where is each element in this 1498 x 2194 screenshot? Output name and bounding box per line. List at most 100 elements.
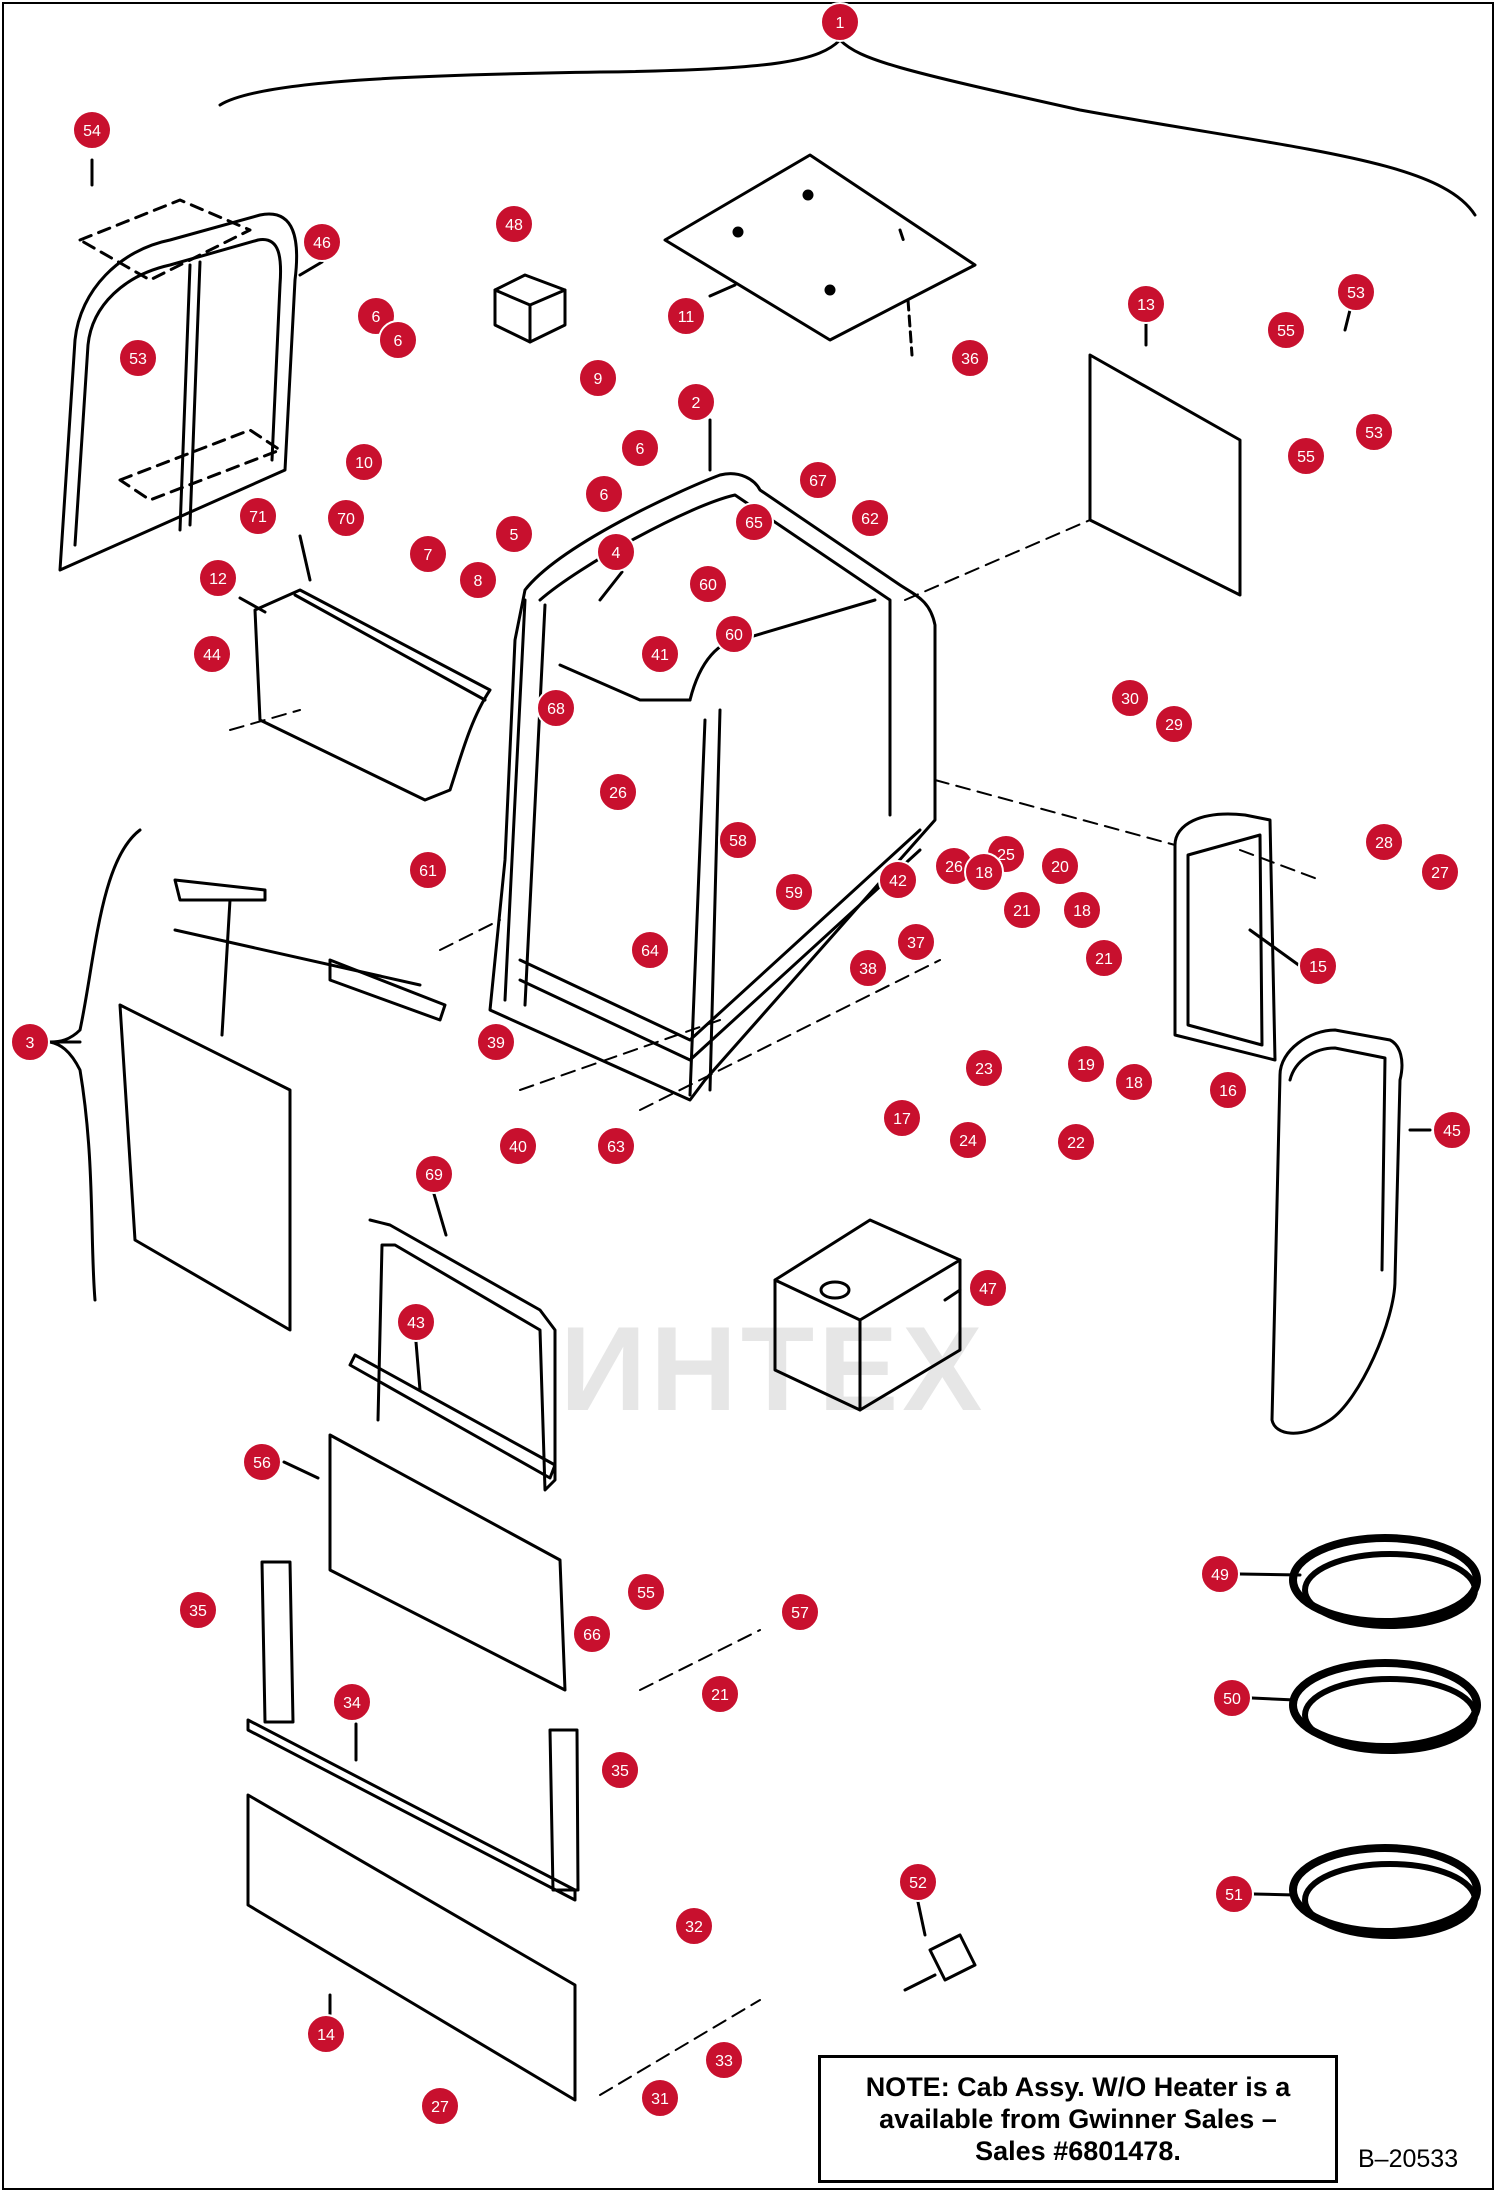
callout-marker: 1 xyxy=(820,2,860,42)
tank-fitting xyxy=(928,1933,977,1982)
callout-marker: 23 xyxy=(964,1048,1004,1088)
callout-circle xyxy=(578,358,618,398)
callout-marker: 35 xyxy=(178,1590,218,1630)
callout-number: 53 xyxy=(1347,285,1365,302)
callout-marker: 65 xyxy=(734,502,774,542)
callout-marker: 59 xyxy=(774,872,814,912)
callout-number: 17 xyxy=(893,1111,911,1128)
callout-circle xyxy=(1066,1044,1106,1084)
callout-marker: 2 xyxy=(676,382,716,422)
callout-marker: 51 xyxy=(1214,1874,1254,1914)
callout-marker: 24 xyxy=(948,1120,988,1160)
callout-circle xyxy=(1062,890,1102,930)
callout-marker: 45 xyxy=(1432,1110,1472,1150)
callout-circle xyxy=(1212,1678,1252,1718)
callout-circle xyxy=(1110,678,1150,718)
callout-number: 70 xyxy=(337,511,355,528)
callout-marker: 58 xyxy=(718,820,758,860)
callout-marker: 55 xyxy=(626,1572,666,1612)
callout-circle xyxy=(780,1592,820,1632)
callout-marker: 27 xyxy=(420,2086,460,2126)
callout-circle xyxy=(494,204,534,244)
note-line: NOTE: Cab Assy. W/O Heater is a xyxy=(865,2072,1291,2102)
callout-number: 26 xyxy=(609,785,627,802)
callout-circle xyxy=(596,1126,636,1166)
callout-number: 33 xyxy=(715,2053,733,2070)
callout-marker: 48 xyxy=(494,204,534,244)
callout-marker: 53 xyxy=(1336,272,1376,312)
callout-number: 38 xyxy=(859,961,877,978)
callout-number: 6 xyxy=(600,487,609,504)
callout-circle xyxy=(774,872,814,912)
drawing-number: B–20533 xyxy=(1358,2145,1459,2173)
callout-number: 11 xyxy=(678,309,695,326)
callout-circle xyxy=(798,460,838,500)
callout-circle xyxy=(332,1682,372,1722)
callout-number: 64 xyxy=(641,943,659,960)
callout-marker: 64 xyxy=(630,930,670,970)
callout-number: 25 xyxy=(997,847,1015,864)
callout-number: 71 xyxy=(249,509,267,526)
callout-circle xyxy=(498,1126,538,1166)
callout-number: 56 xyxy=(253,1455,271,1472)
callout-marker: 39 xyxy=(476,1022,516,1062)
callout-marker: 37 xyxy=(896,922,936,962)
callout-number: 23 xyxy=(975,1061,993,1078)
callout-marker: 41 xyxy=(640,634,680,674)
front-glass-panel xyxy=(328,1433,567,1692)
callout-number: 40 xyxy=(509,1139,527,1156)
callout-number: 44 xyxy=(203,647,221,664)
callout-circle xyxy=(1354,412,1394,452)
callout-number: 8 xyxy=(474,573,483,590)
side-glass xyxy=(1088,353,1242,597)
callout-number: 35 xyxy=(611,1763,629,1780)
callout-number: 55 xyxy=(1297,449,1315,466)
water-tank xyxy=(773,1218,962,1412)
callout-marker: 35 xyxy=(600,1750,640,1790)
callout-circle xyxy=(476,1022,516,1062)
callout-marker: 15 xyxy=(1298,946,1338,986)
callout-marker: 32 xyxy=(674,1906,714,1946)
right-door xyxy=(1270,1028,1404,1435)
callout-circle xyxy=(198,558,238,598)
callout-marker: 38 xyxy=(848,948,888,988)
note-line: Sales #6801478. xyxy=(975,2136,1181,2166)
callout-marker: 18 xyxy=(1062,890,1102,930)
assembly-brace xyxy=(218,38,1477,217)
callout-marker: 61 xyxy=(408,850,448,890)
callout-number: 53 xyxy=(1365,425,1383,442)
callout-number: 57 xyxy=(791,1605,809,1622)
callout-circle xyxy=(626,1572,666,1612)
callout-marker: 10 xyxy=(344,442,384,482)
callout-number: 6 xyxy=(394,333,403,350)
callout-number: 43 xyxy=(407,1315,425,1332)
callout-circle xyxy=(1126,284,1166,324)
roof-panel xyxy=(663,153,977,342)
callout-marker: 31 xyxy=(640,2078,680,2118)
callout-number: 26 xyxy=(945,859,963,876)
callout-number: 12 xyxy=(209,571,227,588)
callout-number: 65 xyxy=(745,515,763,532)
callout-circle xyxy=(584,474,624,514)
callout-number: 3 xyxy=(26,1035,35,1052)
lower-panel xyxy=(246,1793,577,2102)
callout-number: 13 xyxy=(1137,297,1155,314)
callout-number: 19 xyxy=(1077,1057,1095,1074)
callout-marker: 49 xyxy=(1200,1554,1240,1594)
callout-number: 69 xyxy=(425,1167,443,1184)
callout-marker: 6 xyxy=(620,428,660,468)
callout-marker: 68 xyxy=(536,688,576,728)
callout-number: 55 xyxy=(637,1585,655,1602)
callout-marker: 53 xyxy=(118,338,158,378)
callout-number: 32 xyxy=(685,1919,703,1936)
callout-circle xyxy=(408,850,448,890)
callout-marker: 71 xyxy=(238,496,278,536)
callout-number: 52 xyxy=(909,1875,927,1892)
callout-circle xyxy=(1040,846,1080,886)
callout-number: 29 xyxy=(1165,717,1183,734)
callout-circle xyxy=(242,1442,282,1482)
callout-marker: 18 xyxy=(964,852,1004,892)
callout-marker: 70 xyxy=(326,498,366,538)
callout-circle xyxy=(600,1750,640,1790)
